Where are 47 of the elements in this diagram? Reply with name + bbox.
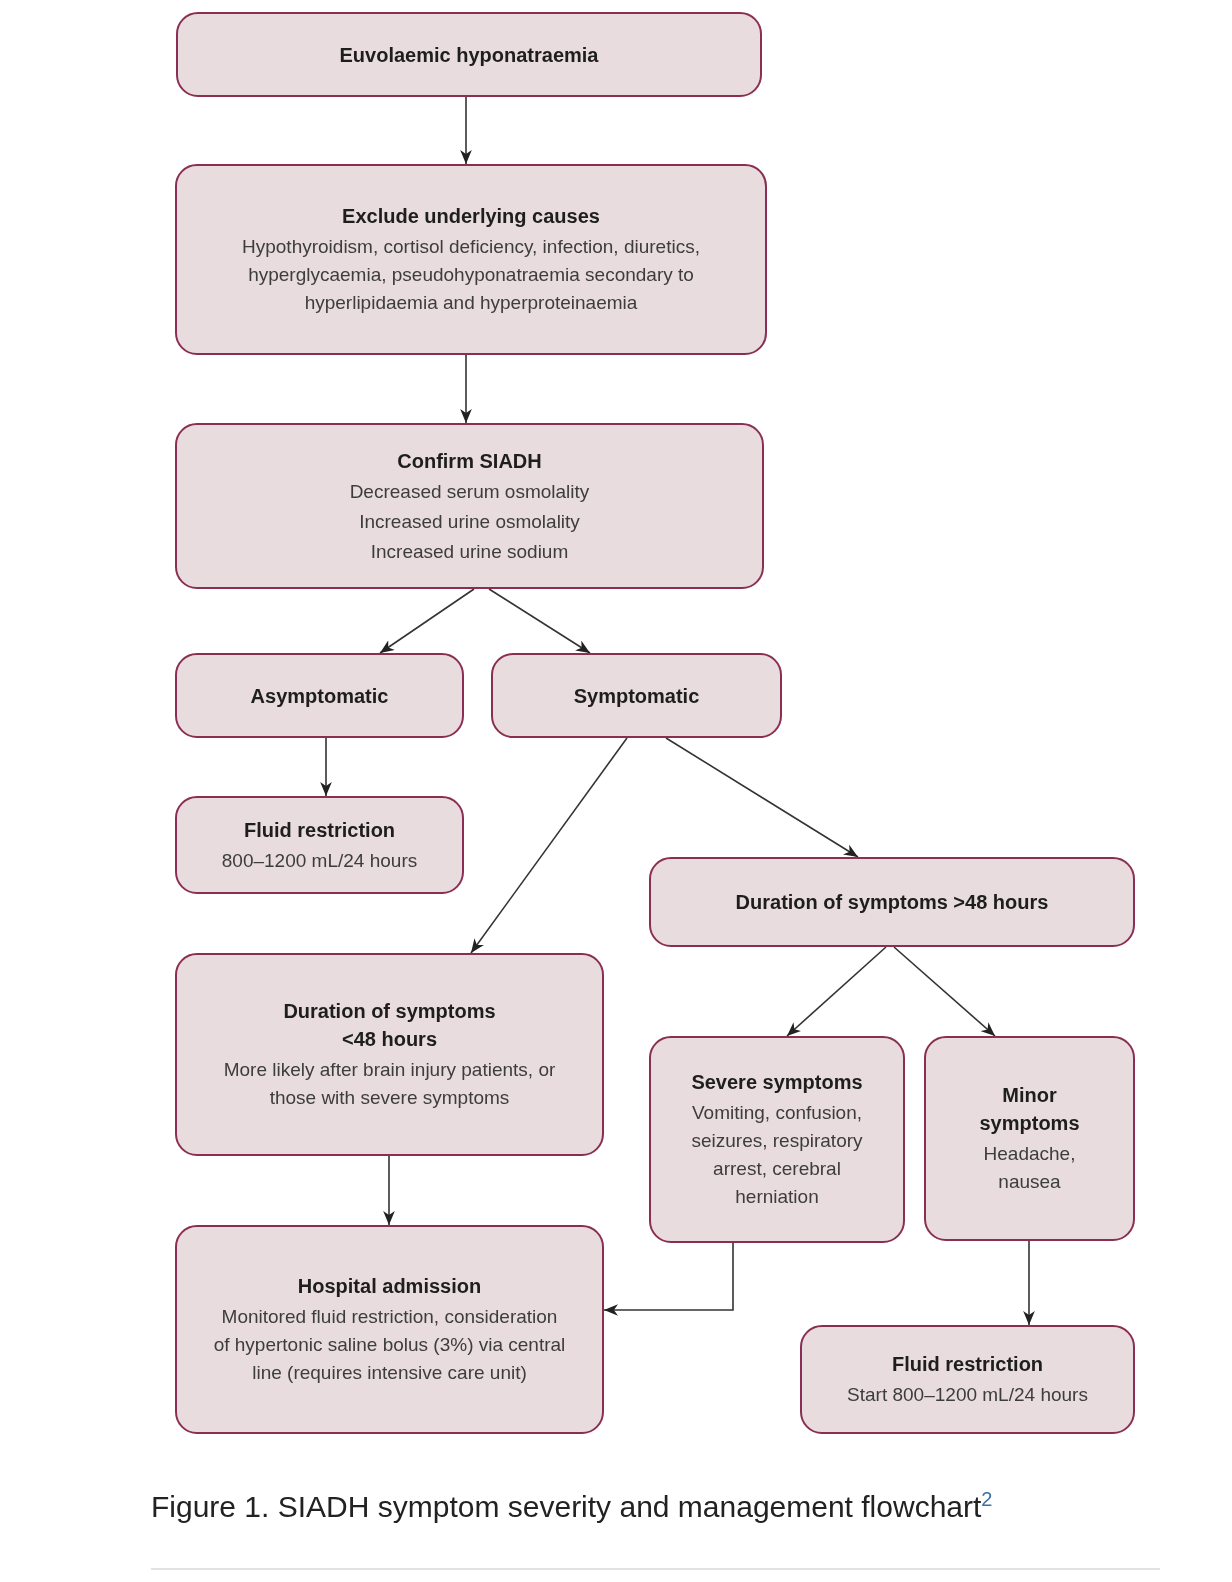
arrow	[383, 1155, 395, 1226]
box-heading: Confirm SIADH	[397, 448, 542, 474]
arrow	[488, 588, 591, 654]
box-heading: Fluid restriction	[243, 817, 396, 843]
box-heading: Hospital admission	[297, 1274, 482, 1299]
process-box	[491, 653, 782, 738]
arrow	[1023, 1240, 1035, 1326]
arrow	[470, 737, 628, 954]
process-box	[175, 653, 464, 738]
box-text: Hypothyroidism, cortisol deficiency, infection, diuretics, hyperglycaemia, pseudohyponatraemia secondary to hyperlipidaemia and hyperproteinaemia	[241, 235, 701, 315]
process-box	[800, 1325, 1135, 1434]
process-box	[175, 953, 604, 1156]
box-text: Headache, nausea	[982, 1142, 1077, 1194]
box-text: Monitored fluid restriction, consideration of hypertonic saline bolus (3%) via central line (requires intensive care unit)	[213, 1305, 566, 1385]
arrow	[320, 737, 332, 797]
box-heading: Fluid restriction	[891, 1352, 1044, 1377]
box-heading: Asymptomatic	[250, 683, 389, 709]
process-box	[924, 1036, 1135, 1241]
box-text: 800–1200 mL/24 hours	[221, 848, 418, 873]
box-heading: Duration of symptoms <48 hours	[282, 999, 497, 1052]
box-text: Vomiting, confusion, seizures, respiratory arrest, cerebral herniation	[690, 1101, 864, 1209]
arrow	[460, 96, 472, 165]
box-heading: Exclude underlying causes	[342, 204, 600, 229]
box-heading: Duration of symptoms >48 hours	[735, 890, 1049, 915]
process-box	[175, 164, 767, 355]
arrow	[603, 1242, 734, 1316]
box-text: Start 800–1200 mL/24 hours	[847, 1383, 1088, 1407]
box-heading: Severe symptoms	[691, 1070, 863, 1095]
process-box	[176, 12, 762, 97]
process-box	[649, 857, 1135, 947]
arrow	[460, 354, 472, 424]
process-box	[175, 796, 464, 894]
arrow	[379, 588, 475, 654]
process-box	[175, 423, 764, 589]
box-heading: Euvolaemic hyponatraemia	[339, 42, 599, 68]
box-text: Decreased serum osmolality	[349, 479, 590, 504]
process-box	[649, 1036, 905, 1243]
box-heading: Minor symptoms	[978, 1083, 1081, 1136]
box-text: More likely after brain injury patients, or those with severe symptoms	[222, 1058, 557, 1110]
arrow	[665, 737, 859, 858]
process-box	[175, 1225, 604, 1434]
box-text: Increased urine osmolality	[359, 509, 580, 534]
box-text: Increased urine sodium	[370, 539, 569, 564]
box-heading: Symptomatic	[573, 683, 700, 709]
arrow	[893, 946, 996, 1037]
arrow	[786, 946, 887, 1037]
figure-caption: Figure 1. SIADH symptom severity and management flowchart$^{2}$	[151, 1488, 993, 1524]
